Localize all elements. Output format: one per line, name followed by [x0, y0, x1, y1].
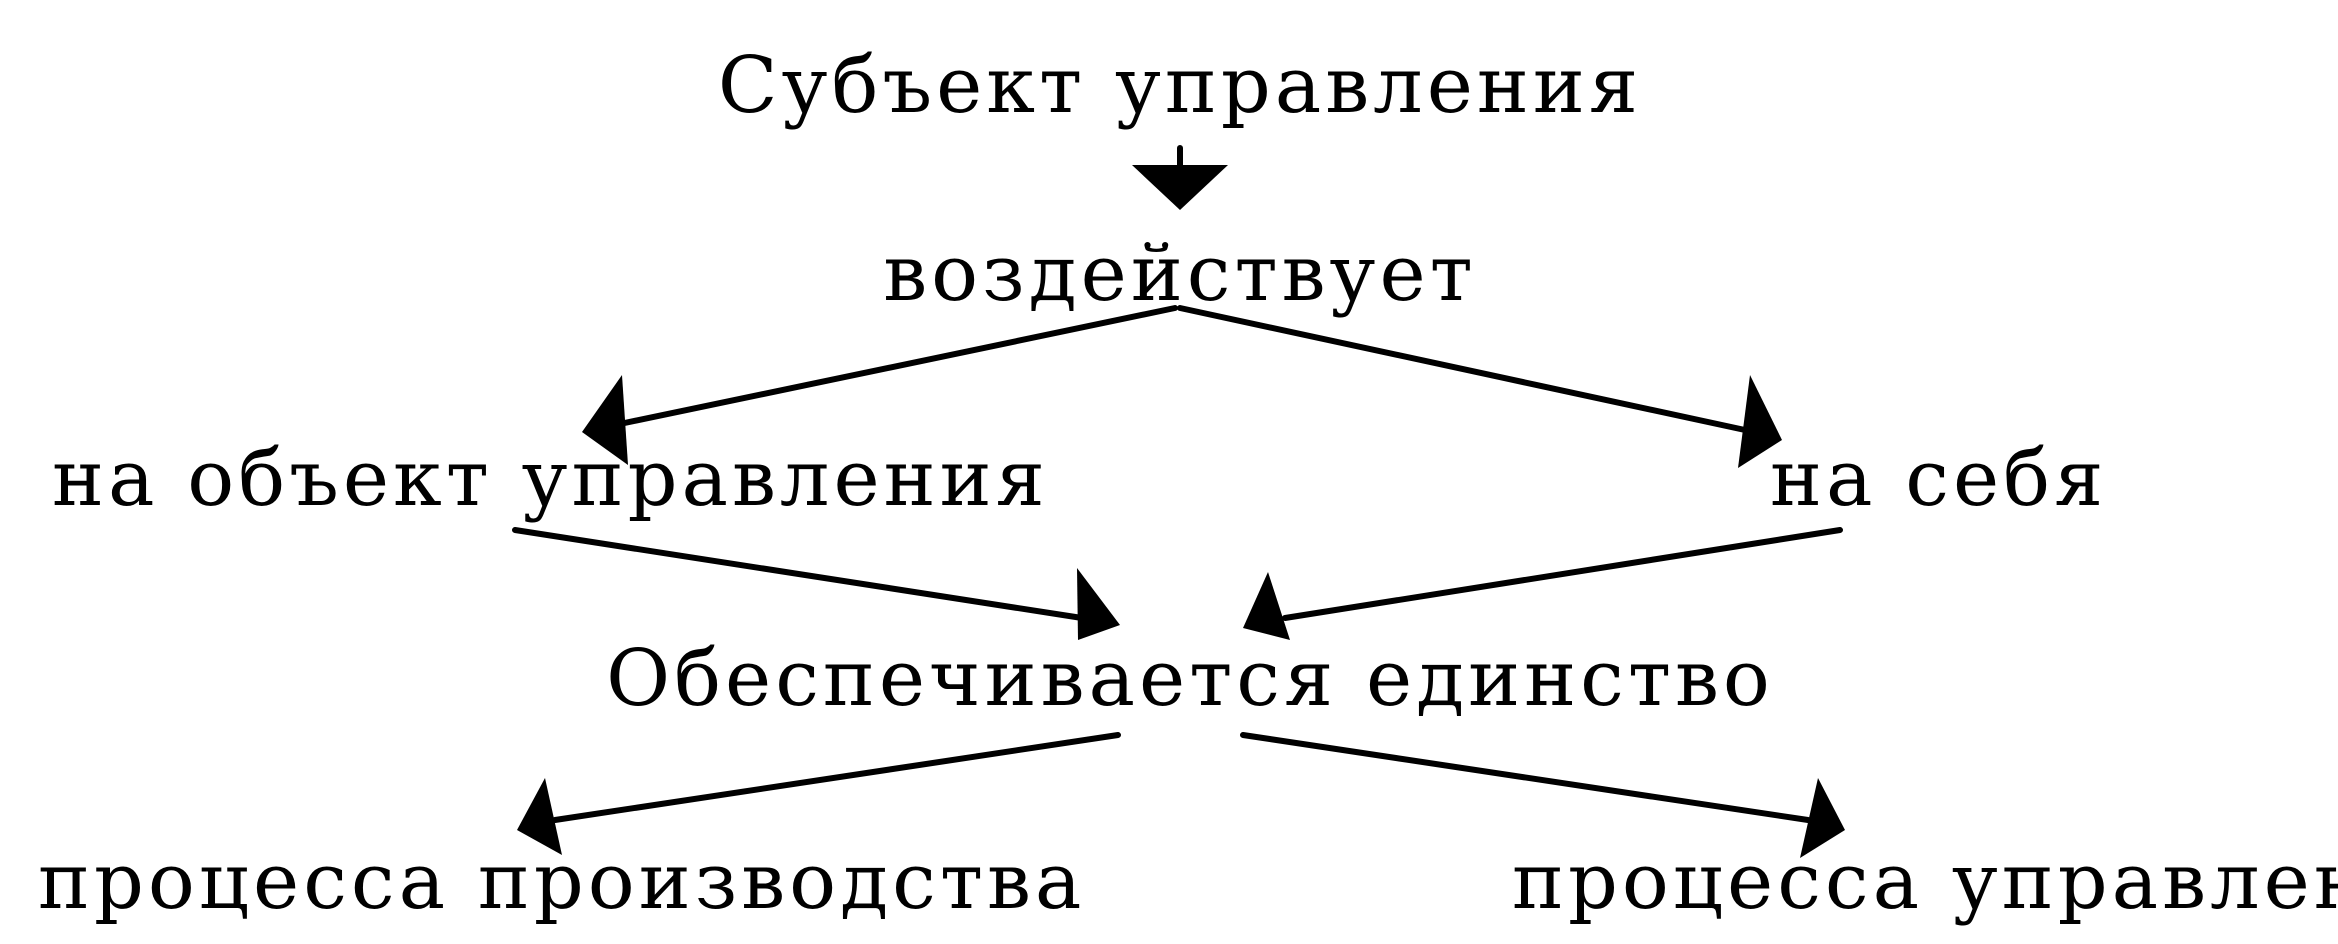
arrow-acts-to-on-self [1177, 305, 1782, 468]
arrow-subject-to-acts [1132, 145, 1228, 210]
node-acts: воздействует [883, 229, 1477, 319]
arrow-on-object-to-unity [512, 527, 1120, 640]
arrow-unity-to-production [517, 732, 1121, 855]
node-on-object: на объект управления [52, 434, 1049, 524]
node-on-self: на себя [1770, 434, 2107, 524]
arrow-on-self-to-unity [1243, 527, 1843, 640]
arrow-acts-to-on-object [582, 305, 1178, 465]
arrow-unity-to-management [1240, 732, 1845, 858]
node-unity: Обеспечивается единство [606, 634, 1774, 724]
node-management: процесса управления [1512, 837, 2338, 927]
node-production: процесса производства [38, 837, 1085, 927]
node-subject: Субъект управления [718, 41, 1642, 131]
